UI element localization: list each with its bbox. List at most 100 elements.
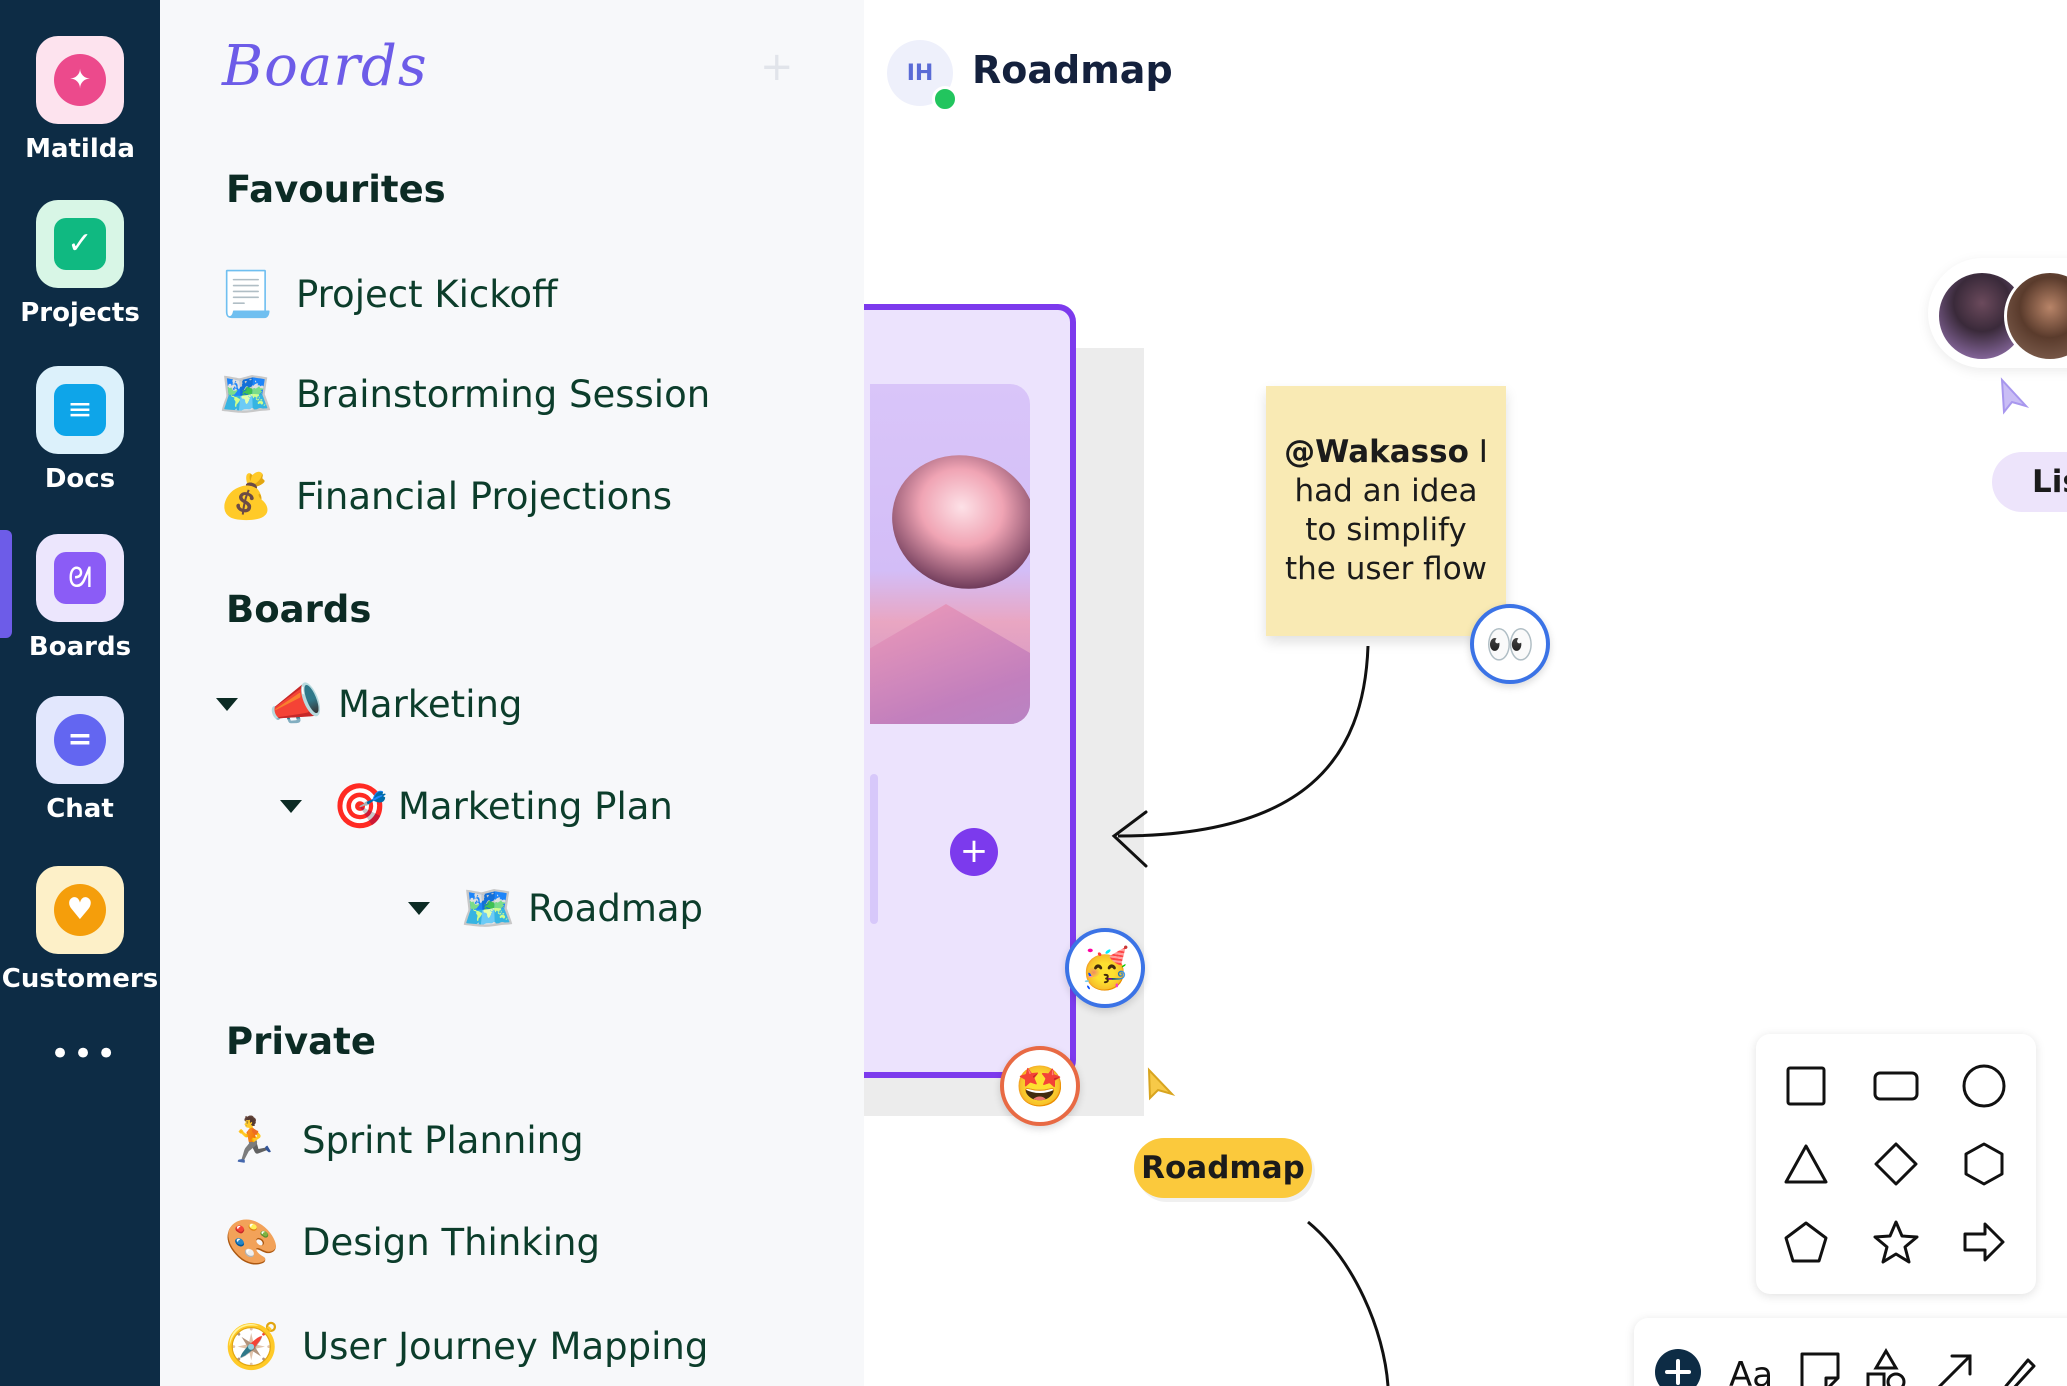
- boards-scribble-icon: ᘛ: [54, 552, 106, 604]
- rail-tile: ᘛ: [36, 534, 124, 622]
- sidebar-item-design-thinking[interactable]: 🎨 Design Thinking: [222, 1212, 600, 1272]
- section-heading-boards: Boards: [226, 588, 372, 631]
- online-status-dot: [932, 86, 958, 112]
- rounded-rect-shape-icon[interactable]: [1866, 1056, 1926, 1116]
- mention[interactable]: @Wakasso: [1284, 434, 1469, 470]
- cursor-yellow-icon: [1147, 1067, 1176, 1101]
- section-heading-favourites: Favourites: [226, 168, 446, 211]
- sidebar-item-financial-projections[interactable]: 💰 Financial Projections: [216, 466, 672, 526]
- money-bag-emoji-icon: 💰: [218, 471, 274, 522]
- chevron-down-icon[interactable]: [280, 799, 302, 813]
- shapes-tool-icon[interactable]: [1856, 1342, 1916, 1386]
- rail-item-docs[interactable]: ≡ Docs: [0, 366, 160, 494]
- app-rail: ✦ Matilda ✓ Projects ≡ Docs ᘛ Boards = C…: [0, 0, 160, 1386]
- sticky-note-tool-icon[interactable]: [1790, 1342, 1850, 1386]
- rail-item-chat[interactable]: = Chat: [0, 696, 160, 824]
- arrow-tool-icon[interactable]: [1924, 1342, 1984, 1386]
- sidebar-item-sprint-planning[interactable]: 🏃 Sprint Planning: [222, 1110, 584, 1170]
- sidebar-item-marketing[interactable]: 📣 Marketing: [216, 674, 522, 734]
- shapes-panel: [1756, 1034, 2036, 1294]
- rail-tile: ♥: [36, 866, 124, 954]
- add-card-button[interactable]: +: [950, 828, 998, 876]
- diamond-shape-icon[interactable]: [1866, 1134, 1926, 1194]
- pen-tool-icon[interactable]: [1990, 1342, 2050, 1386]
- sidebar-item-brainstorming-session[interactable]: 🗺️ Brainstorming Session: [216, 364, 711, 424]
- rail-label: Docs: [44, 464, 116, 494]
- list-label-pill[interactable]: Lis: [1992, 452, 2067, 512]
- rail-item-projects[interactable]: ✓ Projects: [0, 200, 160, 328]
- rail-label: Customers: [1, 964, 159, 994]
- board-frame[interactable]: +: [864, 304, 1076, 1078]
- chevron-down-icon[interactable]: [216, 697, 238, 711]
- rail-item-customers[interactable]: ♥ Customers: [0, 866, 160, 994]
- sidebar-item-label: Roadmap: [528, 886, 704, 930]
- cursor-purple-icon: [2000, 377, 2030, 415]
- canvas-toolbar: Aa: [1634, 1318, 2067, 1386]
- sticky-note-text: @Wakasso I had an idea to simplify the u…: [1276, 433, 1496, 589]
- rail-label: Matilda: [25, 134, 135, 164]
- compass-emoji-icon: 🧭: [224, 1321, 280, 1372]
- map-emoji-icon: 🗺️: [218, 369, 274, 420]
- rail-label: Projects: [20, 298, 140, 328]
- star-struck-reaction[interactable]: 🤩: [1000, 1046, 1080, 1126]
- chevron-down-icon[interactable]: [408, 901, 430, 915]
- text-tool-icon[interactable]: Aa: [1722, 1342, 1782, 1386]
- map-emoji-icon: 🗺️: [460, 883, 516, 934]
- add-board-button[interactable]: +: [760, 44, 794, 90]
- sidebar-item-label: Marketing: [338, 682, 523, 726]
- star-shape-icon[interactable]: [1866, 1212, 1926, 1272]
- frame-scrollbar[interactable]: [870, 774, 878, 924]
- sidebar-item-label: Marketing Plan: [398, 784, 673, 828]
- runner-emoji-icon: 🏃: [224, 1115, 280, 1166]
- triangle-shape-icon[interactable]: [1776, 1134, 1836, 1194]
- board-title: Roadmap: [972, 48, 1173, 92]
- sticky-note[interactable]: @Wakasso I had an idea to simplify the u…: [1266, 386, 1506, 636]
- rail-tile: ≡: [36, 366, 124, 454]
- circle-shape-icon[interactable]: [1954, 1056, 2014, 1116]
- rail-tile: ✦: [36, 36, 124, 124]
- rail-item-boards[interactable]: ᘛ Boards: [0, 534, 160, 662]
- rail-label: Chat: [46, 794, 114, 824]
- rail-active-indicator: [0, 530, 12, 638]
- megaphone-emoji-icon: 📣: [268, 679, 324, 730]
- image-card[interactable]: [870, 384, 1030, 724]
- boards-sidebar: Boards + Favourites 📃 Project Kickoff 🗺️…: [160, 0, 864, 1386]
- arrow-roadmap-down: [1307, 1220, 1390, 1386]
- roadmap-label-tag[interactable]: Roadmap: [1134, 1138, 1312, 1198]
- doc-lines-icon: ≡: [54, 384, 106, 436]
- hexagon-shape-icon[interactable]: [1954, 1134, 2014, 1194]
- svg-text:Aa: Aa: [1729, 1355, 1773, 1386]
- sidebar-item-marketing-plan[interactable]: 🎯 Marketing Plan: [280, 776, 673, 836]
- eyes-reaction[interactable]: 👀: [1470, 604, 1550, 684]
- board-canvas[interactable]: IH Roadmap + 🥳 🤩 @Wakasso I had an idea …: [864, 0, 2067, 1386]
- sidebar-item-roadmap[interactable]: 🗺️ Roadmap: [408, 878, 703, 938]
- sticky-body: I had an idea to simplify the user flow: [1284, 434, 1488, 587]
- square-shape-icon[interactable]: [1776, 1056, 1836, 1116]
- more-icon[interactable]: •••: [50, 1034, 120, 1074]
- sidebar-item-label: User Journey Mapping: [302, 1324, 709, 1368]
- heart-icon: ♥: [54, 884, 106, 936]
- arrow-shape-icon[interactable]: [1954, 1212, 2014, 1272]
- sidebar-item-label: Financial Projections: [296, 474, 673, 518]
- sidebar-item-project-kickoff[interactable]: 📃 Project Kickoff: [216, 264, 558, 324]
- rail-tile: =: [36, 696, 124, 784]
- moon-image: [873, 435, 1030, 609]
- sidebar-item-label: Brainstorming Session: [296, 372, 711, 416]
- collaborator-avatars[interactable]: [1928, 258, 2067, 368]
- sidebar-item-label: Project Kickoff: [296, 272, 558, 316]
- pentagon-shape-icon[interactable]: [1776, 1212, 1836, 1272]
- arrow-sticky-to-frame: [1117, 645, 1370, 838]
- page-emoji-icon: 📃: [218, 269, 274, 320]
- mountain-image: [870, 604, 1030, 724]
- palette-emoji-icon: 🎨: [224, 1217, 280, 1268]
- target-emoji-icon: 🎯: [332, 781, 388, 832]
- rail-item-matilda[interactable]: ✦ Matilda: [0, 36, 160, 164]
- rail-tile: ✓: [36, 200, 124, 288]
- sidebar-item-user-journey-mapping[interactable]: 🧭 User Journey Mapping: [222, 1316, 709, 1376]
- section-heading-private: Private: [226, 1020, 376, 1063]
- add-icon[interactable]: [1648, 1342, 1708, 1386]
- sidebar-item-label: Design Thinking: [302, 1220, 600, 1264]
- sidebar-item-label: Sprint Planning: [302, 1118, 584, 1162]
- sparkles-icon: ✦: [54, 54, 106, 106]
- party-reaction[interactable]: 🥳: [1065, 928, 1145, 1008]
